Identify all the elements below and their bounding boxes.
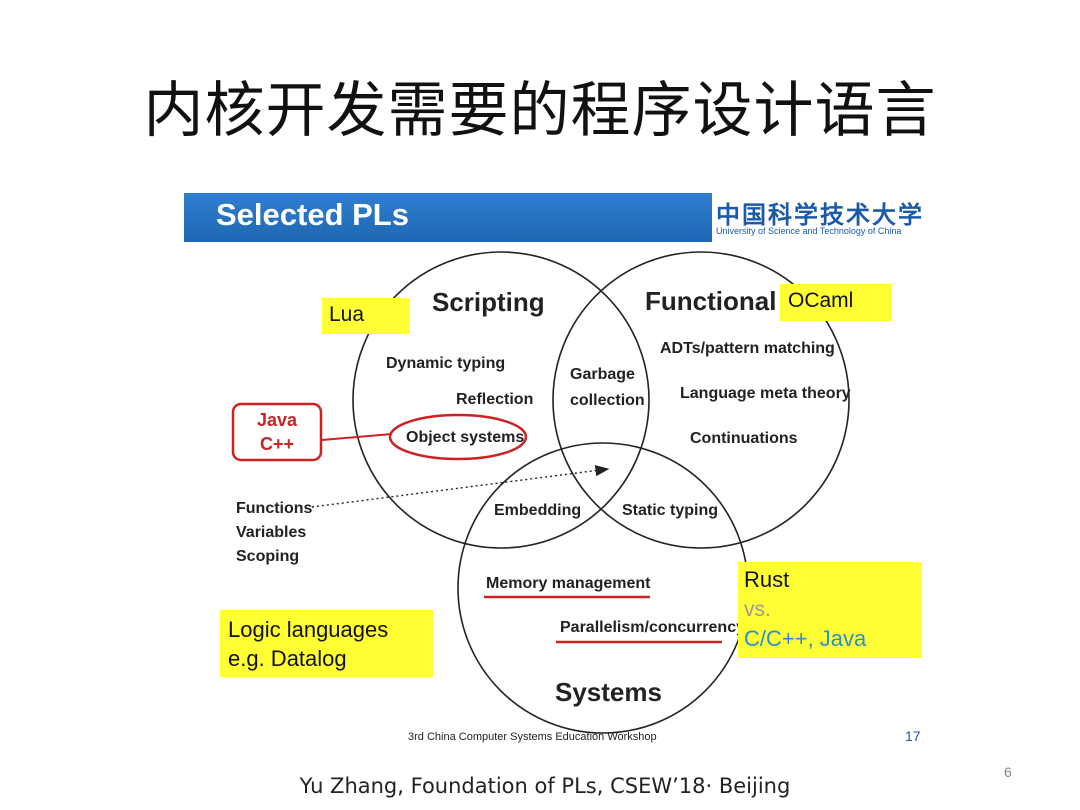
rust-line1: Rust (744, 567, 790, 592)
java-cpp-callout (231, 402, 323, 462)
lua-callout: Lua (322, 298, 410, 334)
banner-title: Selected PLs (216, 197, 409, 232)
slide-title: 内核开发需要的程序设计语言 (143, 76, 937, 146)
ocaml-callout: OCaml (780, 284, 892, 321)
scripting-label: Scripting (432, 287, 545, 317)
overlap-collection: collection (570, 392, 645, 409)
outside-functions: Functions (236, 500, 313, 517)
rust-callout: Rust vs. C/C++, Java (738, 562, 922, 658)
scripting-item-dynamic-typing: Dynamic typing (386, 355, 505, 372)
rust-line2: vs. (744, 598, 771, 621)
functional-item-adts: ADTs/pattern matching (660, 340, 835, 357)
ocaml-label: OCaml (788, 289, 854, 312)
systems-item-parallelism: Parallelism/concurrency (560, 619, 745, 636)
overlap-static-typing: Static typing (622, 502, 718, 519)
functional-item-continuations: Continuations (690, 430, 798, 447)
functional-circle (552, 251, 850, 549)
banner-bar (184, 193, 712, 242)
overlap-garbage: Garbage (570, 366, 635, 383)
scripting-circle (352, 251, 650, 549)
footer-credit: Yu Zhang, Foundation of PLs, CSEW’18· Be… (299, 774, 791, 798)
rust-line3: C/C++, Java (744, 626, 867, 651)
systems-label: Systems (555, 677, 662, 707)
overlap-embedding: Embedding (494, 502, 581, 519)
scripting-item-object-systems: Object systems (406, 429, 524, 446)
workshop-footer: 3rd China Computer Systems Education Wor… (408, 731, 657, 743)
systems-item-memory: Memory management (486, 575, 651, 592)
inner-slide-number: 17 (905, 728, 921, 744)
java-connector (321, 433, 393, 441)
functional-label: Functional (645, 286, 776, 316)
university-logo-cn: 中国科学技术大学 (716, 200, 924, 229)
logic-callout: Logic languages e.g. Datalog (220, 610, 433, 677)
functional-item-meta-theory: Language meta theory (680, 385, 851, 402)
logic-line2: e.g. Datalog (228, 646, 347, 671)
logic-line1: Logic languages (228, 617, 389, 642)
callout-cpp: C++ (260, 434, 294, 454)
scripting-item-reflection: Reflection (456, 391, 533, 408)
outside-variables: Variables (236, 524, 306, 541)
university-name-en: University of Science and Technology of … (716, 226, 902, 236)
lua-label: Lua (329, 303, 365, 326)
callout-java: Java (257, 410, 298, 430)
object-systems-ellipse (388, 413, 528, 461)
page-number: 6 (1004, 764, 1012, 780)
outside-scoping: Scoping (236, 548, 299, 565)
